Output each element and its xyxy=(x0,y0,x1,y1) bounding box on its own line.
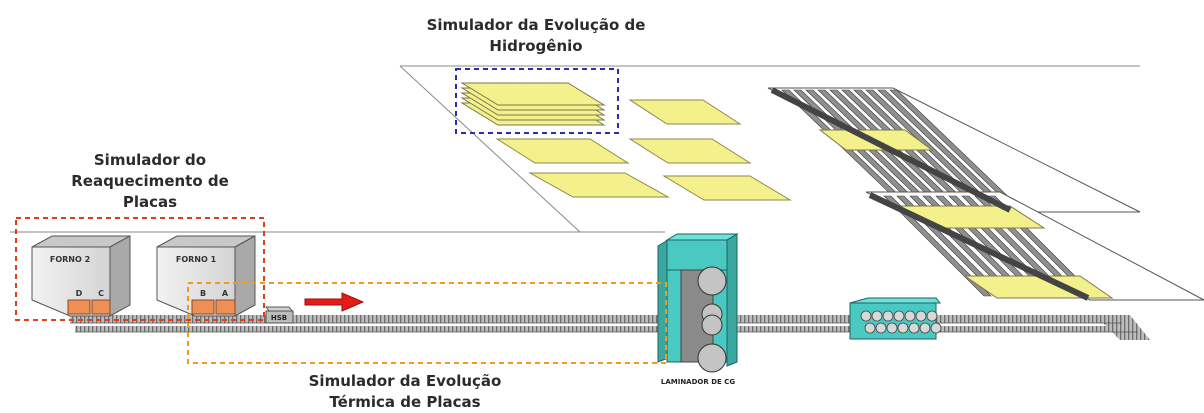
furnace-1-door-b-label: B xyxy=(200,289,206,298)
hsb-descaler: HSB xyxy=(264,306,295,324)
cooling-unit-roll xyxy=(893,310,905,322)
rolling-mill-stand: LAMINADOR DE CG xyxy=(657,233,739,386)
furnace-1: FORNO 1 B A xyxy=(156,235,256,317)
furnace-2-door-d-label: D xyxy=(76,289,83,298)
hydrogen-label-line-2: Hidrogênio xyxy=(489,37,583,55)
furnace-2-door-c xyxy=(91,299,111,315)
furnace-1-door-a xyxy=(215,299,236,315)
furnace-2-door-c-label: C xyxy=(98,289,104,298)
hydrogen-simulator-label: Simulador da Evolução de Hidrogênio xyxy=(386,15,686,57)
cooling-unit-roll xyxy=(882,310,894,322)
cooling-unit-roll xyxy=(904,310,916,322)
cooling-unit-roll xyxy=(908,322,920,334)
furnace-1-door-b xyxy=(191,299,215,315)
furnace-1-label: FORNO 1 xyxy=(176,255,217,264)
reheating-simulator-label: Simulador do Reaquecimento de Placas xyxy=(40,150,260,213)
cooling-unit-roll xyxy=(886,322,898,334)
cooling-unit-roll xyxy=(926,310,938,322)
furnace-2-label: FORNO 2 xyxy=(50,255,90,264)
thermal-simulator-label: Simulador da Evolução Térmica de Placas xyxy=(270,371,540,413)
cooling-unit-roll xyxy=(915,310,927,322)
thermal-label-line-2: Térmica de Placas xyxy=(329,393,481,411)
cooling-unit xyxy=(849,297,942,340)
cooling-unit-roll xyxy=(875,322,887,334)
storage-yard-floor xyxy=(10,65,1140,233)
reheating-simulator-box xyxy=(15,217,265,321)
cooling-bed-lower xyxy=(865,191,1204,301)
reheating-label-line-2: Reaquecimento de xyxy=(71,172,229,190)
reheating-label-line-1: Simulador do xyxy=(93,151,207,169)
cooling-bed-grate-bar xyxy=(883,195,992,297)
cooling-unit-roll xyxy=(897,322,909,334)
reheating-label-line-3: Placas xyxy=(122,193,178,211)
furnace-2: FORNO 2 D C xyxy=(31,235,131,317)
cooling-unit-roll xyxy=(930,322,942,334)
thermal-simulator-box xyxy=(187,282,667,364)
cooling-unit-roll xyxy=(919,322,931,334)
cooling-unit-roll xyxy=(860,310,872,322)
hydrogen-label-line-1: Simulador da Evolução de xyxy=(426,16,646,34)
hydrogen-slab-stack xyxy=(460,82,606,126)
furnace-2-door-d xyxy=(67,299,91,315)
thermal-label-line-1: Simulador da Evolução xyxy=(308,372,502,390)
flow-direction-arrow xyxy=(304,292,365,312)
cooling-unit-roll xyxy=(871,310,883,322)
mill-label: LAMINADOR DE CG xyxy=(661,378,735,386)
hydrogen-simulator-box xyxy=(455,68,619,134)
cooling-bed-side-rails xyxy=(770,87,1090,301)
cooling-unit-roll xyxy=(864,322,876,334)
yard-slab-stacks xyxy=(495,99,792,201)
roller-table xyxy=(70,315,1150,356)
furnace-1-door-a-label: A xyxy=(222,289,229,298)
hsb-label: HSB xyxy=(271,314,287,322)
